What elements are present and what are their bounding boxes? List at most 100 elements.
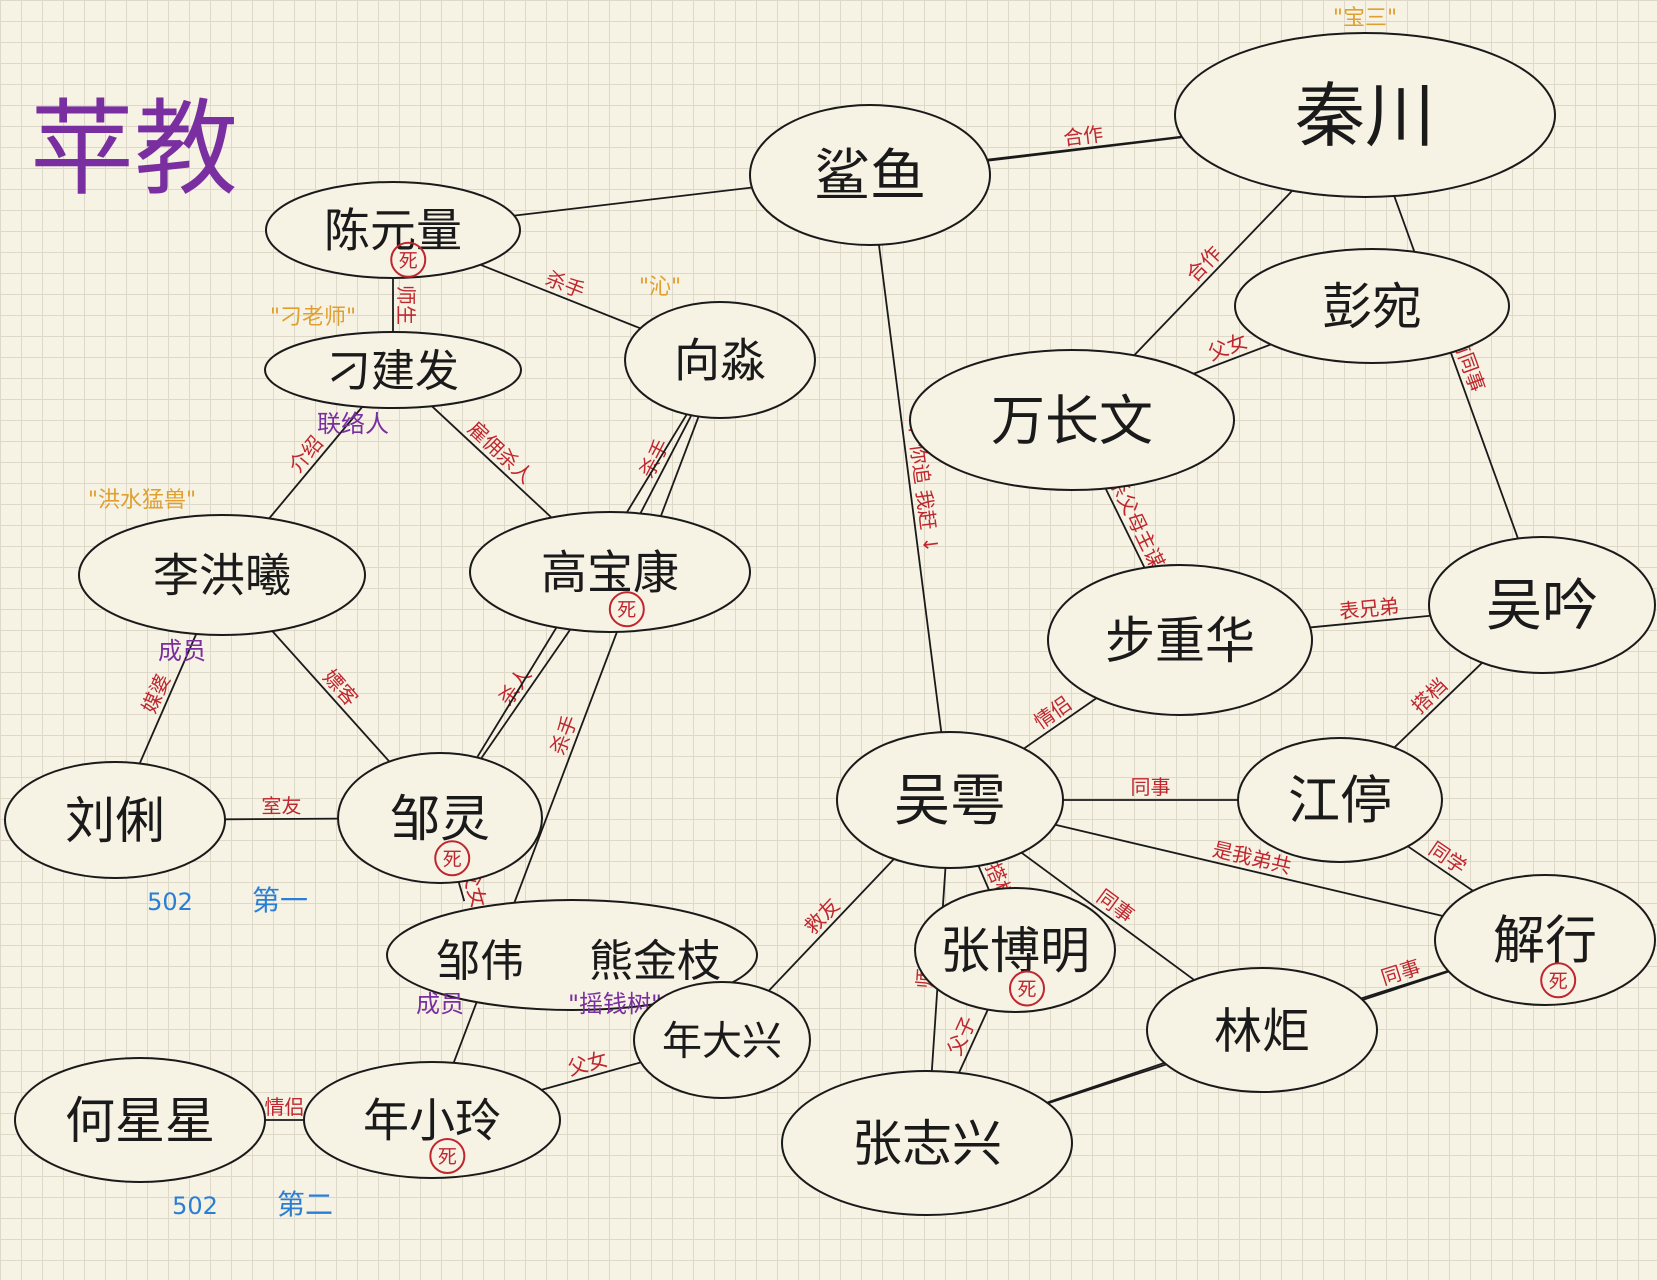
node-diaojianfa[interactable]: 刁建发 "刁老师" 联络人 xyxy=(264,305,522,438)
node-order: 第二 xyxy=(277,1188,333,1221)
node-alias: "宝三" xyxy=(1333,6,1397,31)
edge-label: 杀手 xyxy=(546,712,583,758)
edge-wuyu-zhangboming xyxy=(977,865,990,891)
edge-label: 父女 xyxy=(1205,329,1251,366)
edge-lihongxi-dengling xyxy=(271,630,391,763)
node-xiangmin[interactable]: 向淼"沁" xyxy=(624,275,816,419)
node-label: 秦川 xyxy=(1295,75,1435,157)
node-oval xyxy=(1434,874,1656,1006)
node-order: 第一 xyxy=(252,884,308,917)
node-jiangting[interactable]: 江停 xyxy=(1237,737,1443,863)
edge-wuyu-linzhi xyxy=(1020,851,1195,981)
node-oval xyxy=(1146,967,1378,1093)
node-room: 502 xyxy=(147,888,193,916)
node-oval xyxy=(749,104,991,246)
node-oval xyxy=(265,181,521,279)
dead-mark-text: 死 xyxy=(1017,978,1036,1000)
node-oval xyxy=(1237,737,1443,863)
edge-qinchuan-wanchangwen xyxy=(1133,190,1293,356)
edge-label: 父女 xyxy=(565,1047,610,1081)
node-label: 刘俐 xyxy=(65,792,165,850)
node-alias: "刁老师" xyxy=(270,305,356,330)
node-wusi[interactable]: 吴吟 xyxy=(1428,536,1656,674)
node-oval xyxy=(264,331,522,409)
edge-buchonghua-wuyu xyxy=(1023,697,1098,750)
edge-shayu-wuyu xyxy=(878,244,943,733)
edge-label: 室友 xyxy=(261,794,301,818)
dead-mark: 死 xyxy=(434,840,471,877)
node-xieyan[interactable]: 解行死 xyxy=(1434,874,1656,1006)
edge-wuyu-niandaxing xyxy=(768,858,895,992)
node-hexingxing[interactable]: 何星星 502 第二 xyxy=(14,1057,333,1221)
edge-label: 同事 xyxy=(1131,775,1171,799)
edge-wuyu-xieyan xyxy=(1055,823,1444,917)
node-zhangzhixing[interactable]: 张志兴 xyxy=(781,1070,1073,1216)
edge-qinchuan-wusi xyxy=(1393,195,1519,539)
node-shayu[interactable]: 鲨鱼 xyxy=(749,104,991,246)
node-oval xyxy=(633,981,811,1099)
edge-zhangboming-zhangzhixing xyxy=(958,1009,989,1074)
node-role: 联络人 xyxy=(317,410,389,438)
dead-mark-text: 死 xyxy=(438,1146,457,1168)
node-oval xyxy=(337,752,543,884)
nodes-layer: 秦川"宝三"鲨鱼陈元量死刁建发"刁老师"联络人向淼"沁"万长文彭宛李洪曦"洪水猛… xyxy=(4,6,1656,1221)
node-buchonghua[interactable]: 步重华 xyxy=(1047,564,1313,716)
node-oval xyxy=(78,514,366,636)
node-dengling[interactable]: 邹灵死 xyxy=(337,752,543,884)
node-pengliang[interactable]: 彭宛 xyxy=(1234,248,1510,364)
edge-label: 师生 xyxy=(394,285,418,325)
edge-wanchangwen-buchonghua xyxy=(1104,488,1146,569)
node-oval xyxy=(1047,564,1313,716)
edge-label: 搭档 xyxy=(1407,673,1452,718)
node-niandaxing[interactable]: 年大兴 xyxy=(633,981,811,1099)
edge-label: 雇佣杀人 xyxy=(463,416,538,488)
node-oval xyxy=(1428,536,1656,674)
edge-label: 嫖客 xyxy=(318,665,363,711)
node-pair-oval xyxy=(386,899,758,1011)
node-label: 万长文 xyxy=(991,389,1153,452)
edge-lihongxi-liuli xyxy=(138,633,198,764)
dead-mark: 死 xyxy=(608,591,645,628)
node-room: 502 xyxy=(172,1192,218,1220)
node-oval xyxy=(303,1061,561,1179)
edge-nianxiaoling-niandaxing xyxy=(541,1061,642,1091)
dead-mark: 死 xyxy=(429,1137,466,1174)
node-oval xyxy=(914,887,1116,1013)
node-role: 成员 xyxy=(416,990,464,1018)
node-liuli[interactable]: 刘俐 502 第一 xyxy=(4,761,308,917)
dead-mark-text: 死 xyxy=(443,848,462,870)
node-label: 吴雩 xyxy=(894,769,1006,834)
node-oval xyxy=(1174,32,1556,198)
node-lihongxi[interactable]: 李洪曦"洪水猛兽"成员 xyxy=(78,488,366,665)
node-role: 成员 xyxy=(158,637,206,665)
node-wuyu[interactable]: 吴雩 xyxy=(836,731,1064,869)
node-label: 吴吟 xyxy=(1486,574,1598,639)
node-wanchangwen[interactable]: 万长文 xyxy=(909,349,1235,491)
dead-mark: 死 xyxy=(1540,962,1577,999)
node-label: 林炬 xyxy=(1214,1003,1310,1059)
node-qinchuan[interactable]: 秦川 "宝三" xyxy=(1174,6,1556,198)
edge-jiangting-xieyan xyxy=(1407,845,1474,892)
node-label: 高宝康 xyxy=(541,546,679,600)
node-oval xyxy=(909,349,1235,491)
node-label: 邹灵 xyxy=(390,790,490,848)
node-label: 何星星 xyxy=(65,1092,215,1150)
node-label: 陈元量 xyxy=(324,204,462,258)
node-label: 邹伟 xyxy=(436,936,524,987)
node-oval xyxy=(469,511,751,633)
node-label: 年大兴 xyxy=(662,1018,782,1064)
diagram-title: 苹教 xyxy=(30,88,238,210)
node-label: 李洪曦 xyxy=(153,549,291,603)
node-label: 刁建发 xyxy=(327,346,459,397)
node-linzhi[interactable]: 林炬 xyxy=(1146,967,1378,1093)
dead-mark-text: 死 xyxy=(617,599,636,621)
edge-buchonghua-wusi xyxy=(1310,614,1431,629)
node-label: 彭宛 xyxy=(1322,278,1422,336)
node-label: 步重华 xyxy=(1105,612,1255,670)
edge-linzhi-xieyan xyxy=(1360,969,1449,1000)
